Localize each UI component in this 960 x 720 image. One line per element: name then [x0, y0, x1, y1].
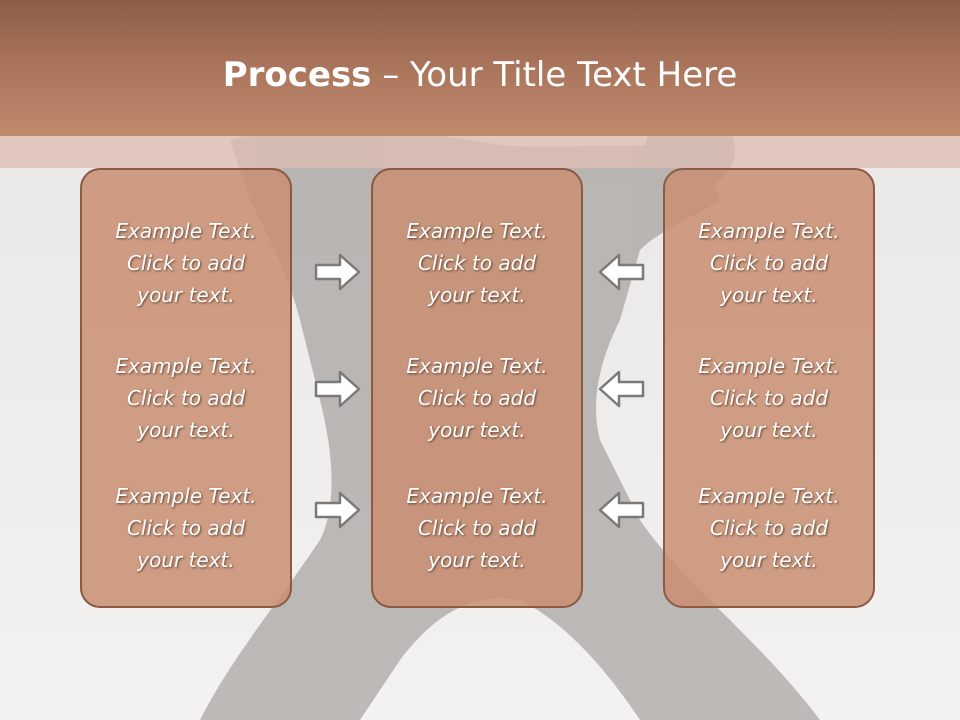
arrow-left-icon[interactable]: [597, 490, 645, 530]
text-panel-left[interactable]: Example Text. Click to add your text. Ex…: [80, 168, 292, 608]
panel-text-item[interactable]: Example Text. Click to add your text.: [406, 219, 548, 307]
panel-text-item[interactable]: Example Text. Click to add your text.: [698, 219, 840, 307]
title-band: [0, 136, 960, 168]
arrow-left-icon[interactable]: [597, 369, 645, 409]
panel-text-item[interactable]: Example Text. Click to add your text.: [115, 484, 257, 572]
title-bar: [0, 0, 960, 136]
arrow-right-icon[interactable]: [314, 369, 362, 409]
text-panel-center[interactable]: Example Text. Click to add your text. Ex…: [371, 168, 583, 608]
panel-text-item[interactable]: Example Text. Click to add your text.: [406, 354, 548, 442]
panel-text-item[interactable]: Example Text. Click to add your text.: [698, 354, 840, 442]
title-rest-text: – Your Title Text Here: [371, 55, 738, 95]
arrow-left-icon[interactable]: [597, 252, 645, 292]
panel-text-item[interactable]: Example Text. Click to add your text.: [115, 219, 257, 307]
arrow-right-icon[interactable]: [314, 490, 362, 530]
text-panel-right[interactable]: Example Text. Click to add your text. Ex…: [663, 168, 875, 608]
panel-text-item[interactable]: Example Text. Click to add your text.: [115, 354, 257, 442]
panel-text-item[interactable]: Example Text. Click to add your text.: [406, 484, 548, 572]
title-bold-text: Process: [222, 55, 372, 95]
slide-title[interactable]: Process – Your Title Text Here: [0, 52, 960, 98]
panel-text-item[interactable]: Example Text. Click to add your text.: [698, 484, 840, 572]
arrow-right-icon[interactable]: [314, 252, 362, 292]
